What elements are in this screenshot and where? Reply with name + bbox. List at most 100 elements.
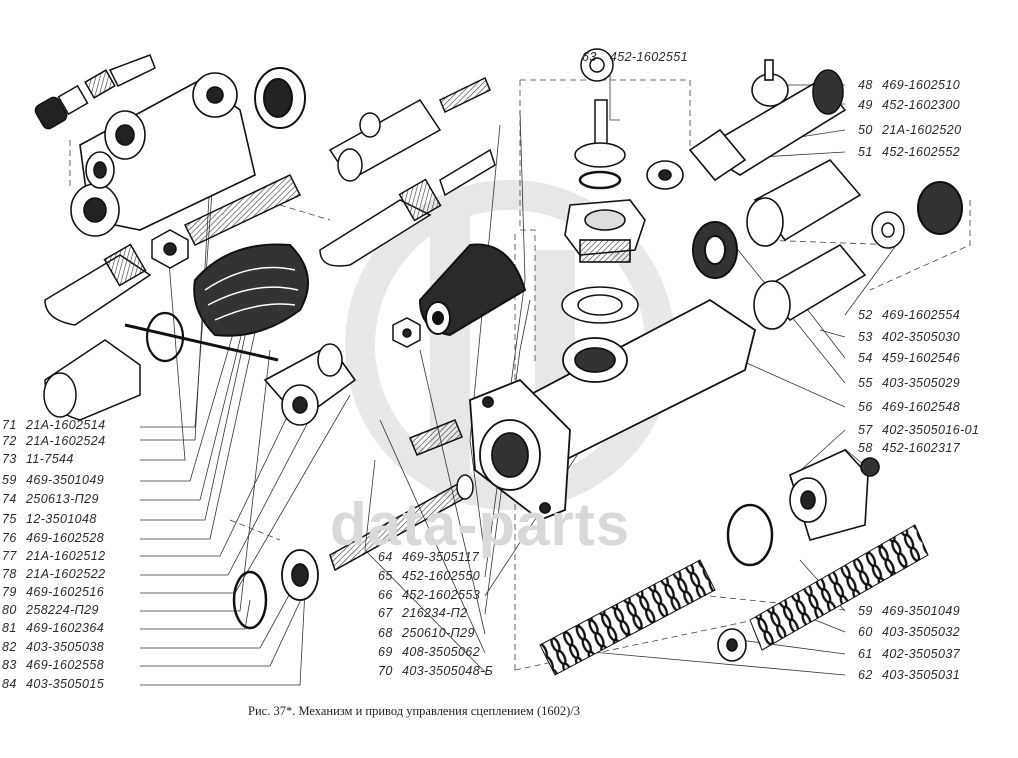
part-number: 70	[378, 664, 393, 678]
part-number: 64	[378, 550, 393, 564]
master-cylinder-body-part	[70, 72, 256, 237]
part-code: 403-3505029	[882, 376, 961, 390]
part-code: 258224-П29	[26, 603, 99, 617]
part-number: 65	[378, 569, 393, 583]
threaded-plug-part	[789, 449, 880, 541]
part-code: 408-3505062	[402, 645, 481, 659]
part-number: 55	[858, 376, 873, 390]
part-label-63: 63 452-1602551	[582, 50, 688, 64]
part-code: 469-1602548	[882, 400, 961, 414]
hex-nut-part	[151, 229, 189, 269]
part-code: 469-1602558	[26, 658, 105, 672]
reservoir-valve-stem-part	[574, 99, 626, 190]
part-code: 469-1602554	[882, 308, 961, 322]
part-code: 459-1602546	[882, 351, 961, 365]
part-code: 469-3505117	[402, 550, 480, 564]
part-code: 403-3505031	[882, 668, 961, 682]
part-label-77: 77 21A-1602512	[2, 549, 105, 563]
part-label-65: 65 452-1602550	[378, 569, 480, 583]
part-code: 250613-П29	[26, 492, 99, 506]
part-code: 403-3505038	[26, 640, 105, 654]
part-number: 77	[2, 549, 17, 563]
part-code: 469-3501049	[26, 473, 105, 487]
cup-seal-part	[254, 67, 306, 129]
part-number: 48	[858, 78, 873, 92]
figure-caption: Рис. 37*. Механизм и привод управления с…	[248, 704, 581, 718]
part-number: 61	[858, 647, 873, 661]
part-number: 51	[858, 145, 873, 159]
flat-washer-part	[871, 211, 905, 249]
part-number: 59	[2, 473, 17, 487]
part-code: 452-1602552	[882, 145, 961, 159]
rubber-ring-part	[692, 221, 738, 279]
slave-cylinder-part	[328, 76, 491, 182]
part-label-64: 64 469-3505117	[378, 550, 479, 564]
watermark-text: data-parts	[330, 491, 631, 558]
part-code: 216234-П2	[402, 606, 468, 620]
cotter-pin-part	[124, 323, 279, 362]
part-number: 83	[2, 658, 17, 672]
part-number: 66	[378, 588, 393, 602]
washers-part	[232, 549, 319, 630]
bleeder-valve-part	[34, 54, 156, 130]
part-code: 402-3505037	[882, 647, 961, 661]
part-number: 56	[858, 400, 873, 414]
part-number: 82	[2, 640, 17, 654]
large-piston-part	[43, 339, 141, 421]
part-number: 60	[858, 625, 873, 639]
cap-nut-part	[917, 181, 963, 235]
part-number: 75	[2, 512, 17, 526]
part-label-73: 73 11-7544	[2, 452, 74, 466]
part-code: 403-3505032	[882, 625, 961, 639]
part-code: 452-1602550	[402, 569, 481, 583]
part-number: 50	[858, 123, 873, 137]
plug-cap-part	[564, 199, 646, 263]
long-bolt-part	[329, 474, 474, 572]
seal-ring-lower-part	[726, 503, 774, 567]
part-label-72: 72 21A-1602524	[2, 434, 105, 448]
part-code: 452-1602317	[882, 441, 961, 455]
rubber-boot-part	[193, 243, 309, 337]
part-number: 78	[2, 567, 17, 581]
part-number: 72	[2, 434, 17, 448]
push-rod-threaded-part	[183, 174, 302, 246]
part-code: 21A-1602512	[26, 549, 106, 563]
part-number: 59	[858, 604, 873, 618]
part-code: 21A-1602524	[26, 434, 106, 448]
part-label-56: 56 469-1602548	[858, 400, 960, 414]
part-number: 58	[858, 441, 873, 455]
stud-part	[409, 419, 463, 456]
dust-cover-part	[418, 243, 527, 337]
part-number: 71	[2, 418, 17, 432]
part-number: 76	[2, 531, 17, 545]
part-number: 73	[2, 452, 17, 466]
part-code: 452-1602551	[609, 50, 688, 64]
part-number: 68	[378, 626, 393, 640]
part-label-49: 49 452-1602300	[858, 98, 960, 112]
part-code: 469-1602528	[26, 531, 105, 545]
part-number: 54	[858, 351, 873, 365]
part-code: 402-3505016-01	[882, 423, 980, 437]
part-code: 21A-1602522	[26, 567, 106, 581]
lock-washer-top-part	[580, 48, 614, 82]
part-code: 452-1602300	[882, 98, 961, 112]
part-number: 49	[858, 98, 873, 112]
small-nut-part	[392, 317, 421, 348]
main-cylinder-housing-part	[469, 298, 757, 522]
fork-clevis-part	[263, 343, 357, 426]
part-code: 11-7544	[26, 452, 74, 466]
